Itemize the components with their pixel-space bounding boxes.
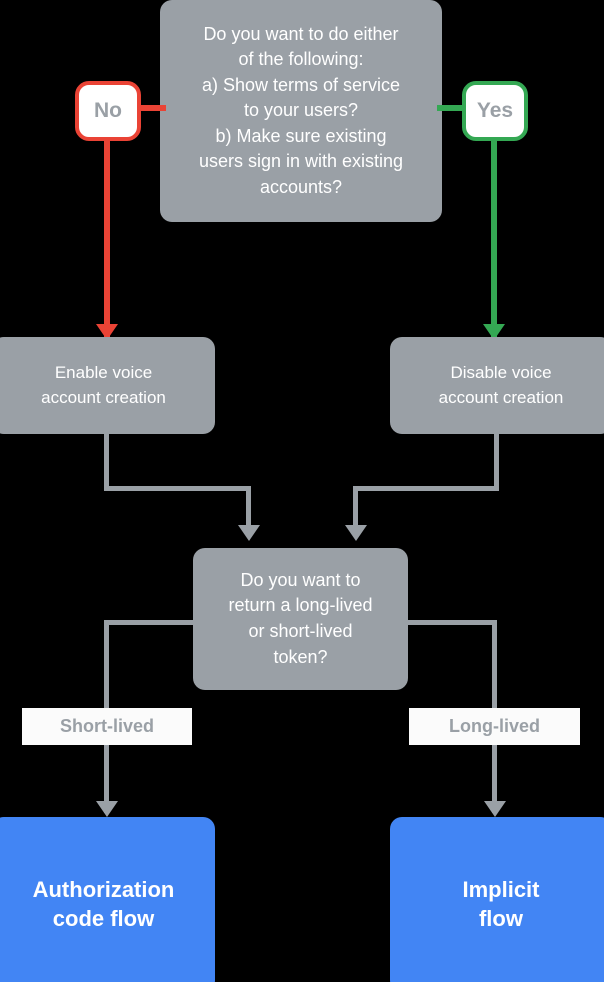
token-decision-text: Do you want to return a long-lived or sh…	[214, 568, 386, 670]
connector-no-stub	[136, 105, 166, 111]
badge-yes[interactable]: Yes	[462, 81, 528, 141]
implicit-flow-text: Implicit flow	[450, 876, 551, 933]
connector-enable-drop	[246, 486, 251, 527]
connector-disable-down	[494, 434, 499, 491]
label-short-lived-text: Short-lived	[59, 716, 154, 736]
disable-voice-text: Disable voice account creation	[425, 361, 578, 409]
token-decision-line-3: or short-lived	[248, 621, 353, 641]
label-short-lived: Short-lived	[22, 708, 192, 745]
token-decision-line-2: return a long-lived	[228, 595, 373, 616]
disable-voice-line-1: Disable voice	[450, 363, 552, 383]
connector-no-vertical	[104, 138, 110, 338]
top-decision-line-4: to your users?	[243, 100, 359, 121]
token-decision-line-4: token?	[273, 646, 328, 667]
connector-yes-arrowhead	[483, 324, 505, 340]
node-enable-voice: Enable voice account creation	[0, 337, 215, 434]
connector-disable-arrowhead	[345, 525, 367, 541]
enable-voice-line-2: account creation	[41, 387, 166, 407]
authorization-code-flow-line-1: Authorization	[32, 876, 175, 902]
node-token-decision: Do you want to return a long-lived or sh…	[193, 548, 408, 690]
node-top-decision: Do you want to do either of the followin…	[160, 0, 442, 222]
implicit-flow-line-2: flow	[478, 905, 523, 931]
enable-voice-text: Enable voice account creation	[27, 361, 180, 409]
badge-no-label: No	[94, 99, 122, 122]
connector-disable-across	[353, 486, 499, 491]
connector-disable-drop	[353, 486, 358, 527]
connector-short-arrowhead	[96, 801, 118, 817]
connector-short-across	[104, 620, 199, 625]
authorization-code-flow-text: Authorization code flow	[21, 876, 187, 933]
top-decision-text: Do you want to do either of the followin…	[185, 22, 417, 201]
connector-long-across	[402, 620, 497, 625]
badge-no[interactable]: No	[75, 81, 141, 141]
label-long-lived-text: Long-lived	[449, 716, 540, 736]
node-disable-voice: Disable voice account creation	[390, 337, 604, 434]
top-decision-line-1: Do you want to do either	[203, 23, 399, 44]
connector-yes-vertical	[491, 138, 497, 338]
node-implicit-flow: Implicit flow	[390, 817, 604, 982]
top-decision-line-2: of the following:	[238, 49, 364, 70]
top-decision-line-3: a) Show terms of service	[201, 74, 401, 95]
token-decision-line-1: Do you want to	[240, 569, 361, 590]
connector-no-arrowhead	[96, 324, 118, 340]
badge-yes-label: Yes	[476, 99, 514, 122]
connector-enable-across	[104, 486, 251, 491]
authorization-code-flow-line-2: code flow	[52, 905, 155, 931]
top-decision-line-6: users sign in with existing	[198, 151, 404, 172]
connector-enable-arrowhead	[238, 525, 260, 541]
connector-enable-down	[104, 434, 109, 491]
connector-long-arrowhead	[484, 801, 506, 817]
top-decision-line-7: accounts?	[259, 176, 343, 197]
connector-yes-stub	[437, 105, 467, 111]
disable-voice-line-2: account creation	[438, 387, 564, 407]
implicit-flow-line-1: Implicit	[462, 876, 540, 902]
top-decision-line-5: b) Make sure existing	[215, 125, 387, 146]
enable-voice-line-1: Enable voice	[54, 363, 153, 383]
label-long-lived: Long-lived	[409, 708, 580, 745]
node-authorization-code-flow: Authorization code flow	[0, 817, 215, 982]
